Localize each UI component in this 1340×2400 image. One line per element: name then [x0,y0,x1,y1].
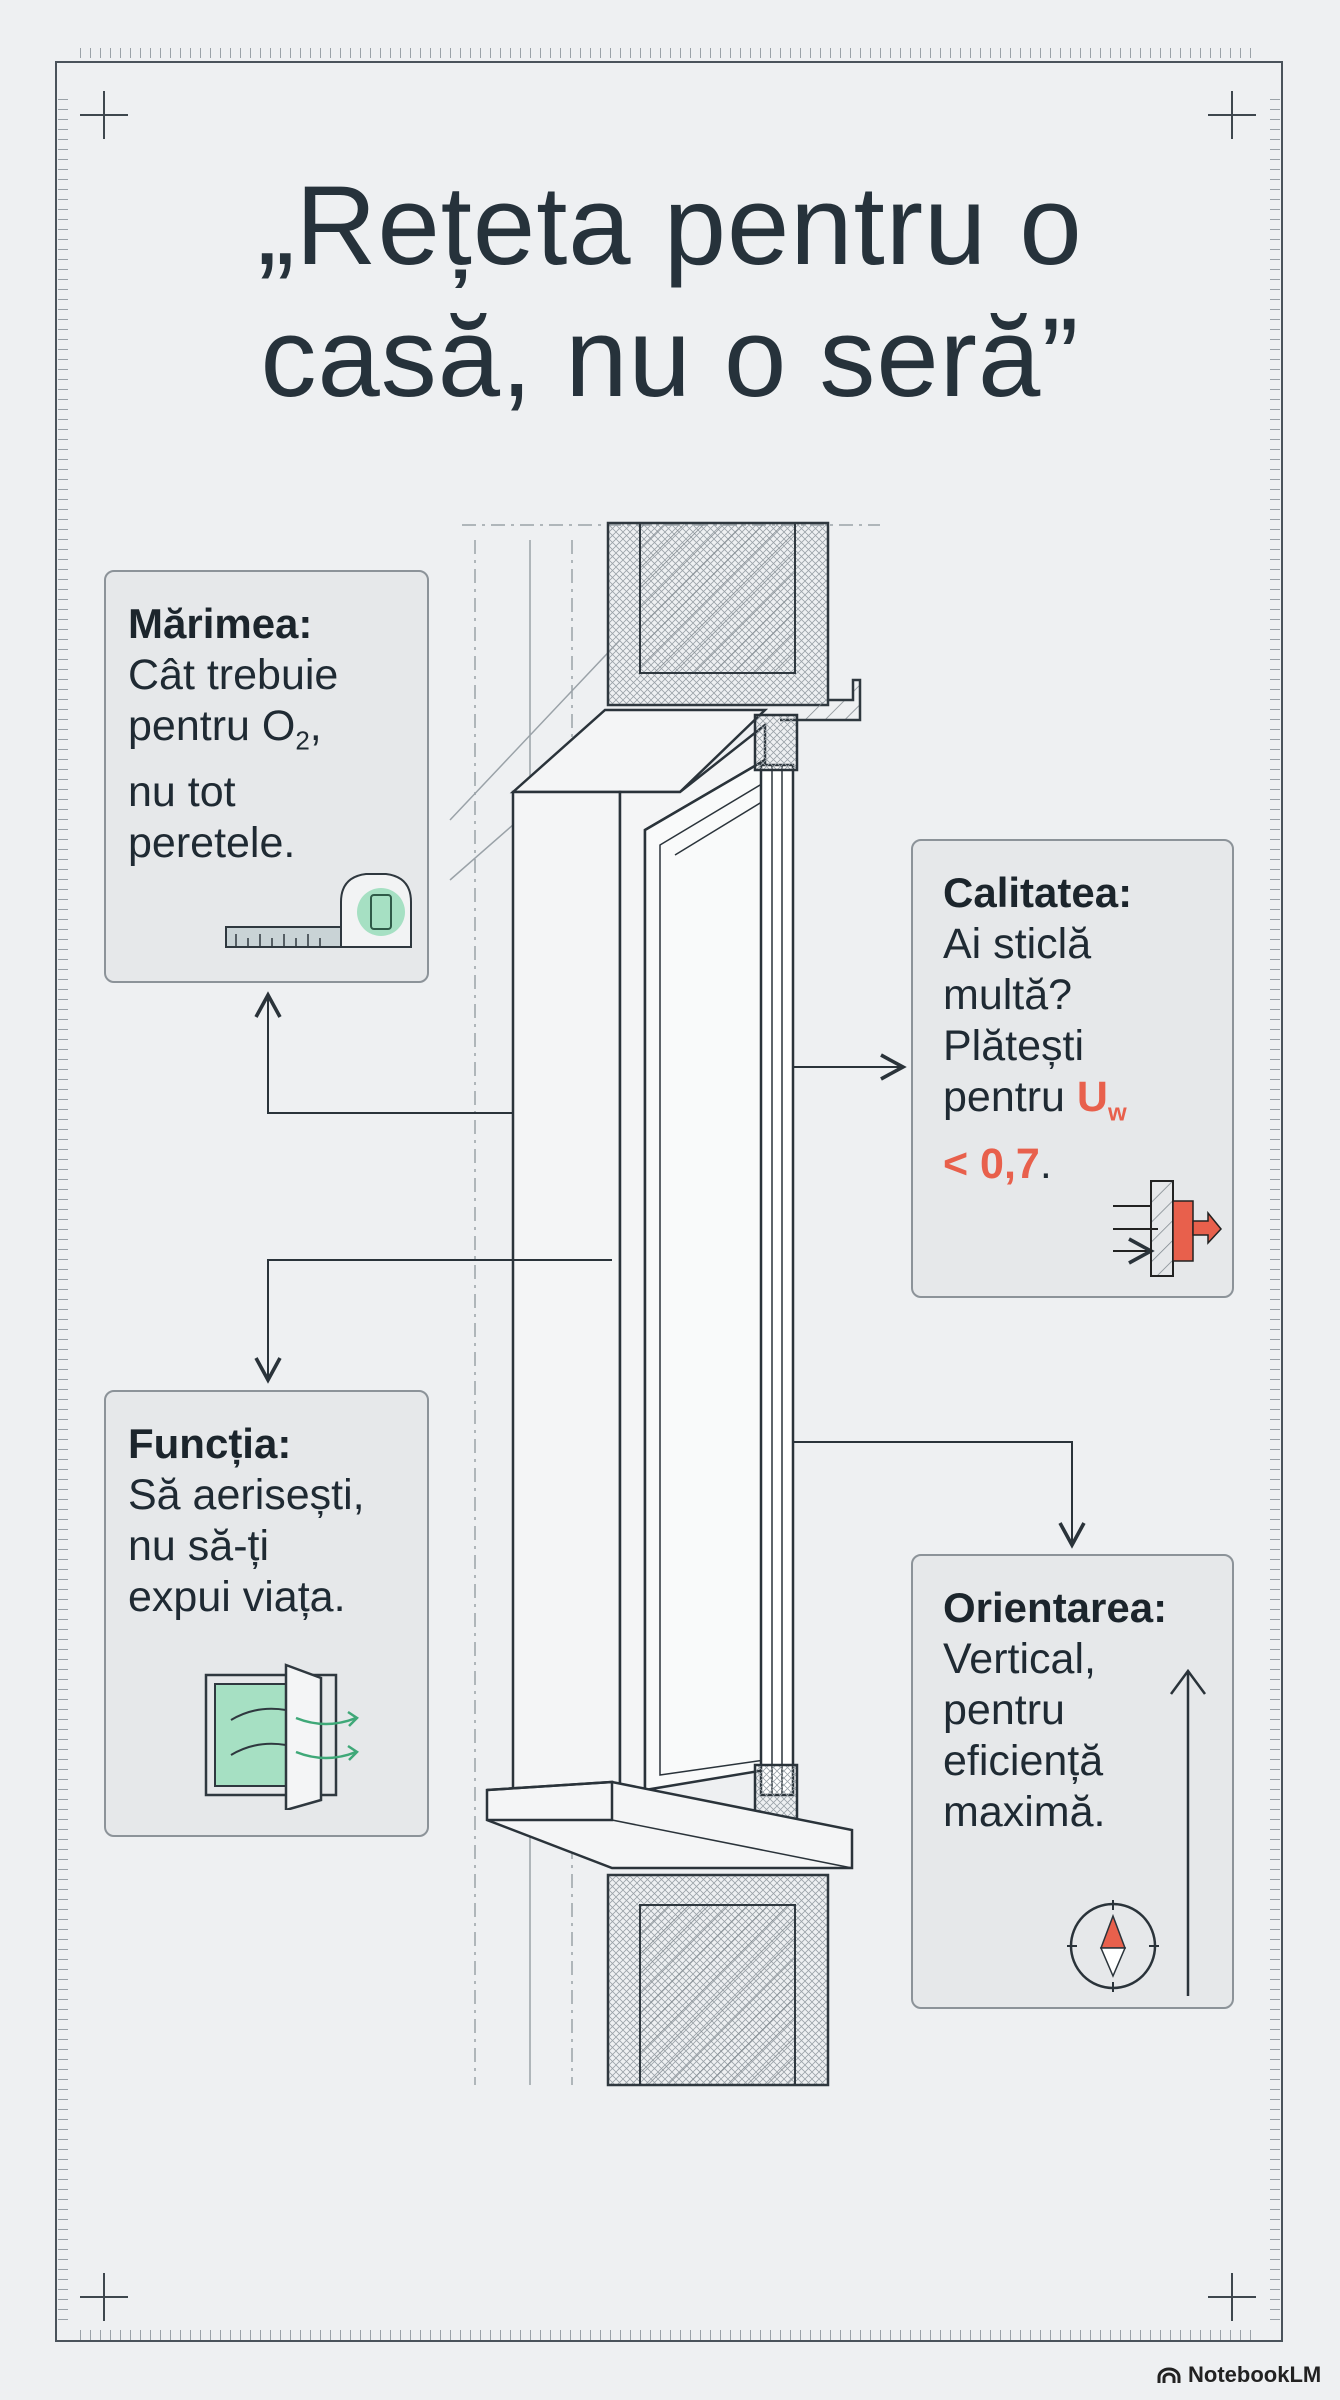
notebooklm-icon [1157,2367,1181,2383]
ruler-bottom [80,2330,1260,2340]
card-text: maximă. [943,1788,1106,1836]
ruler-right [1270,90,1280,2320]
u-value-symbol: U [1076,1073,1108,1121]
card-text: Plătești [943,1022,1085,1070]
card-orientation: Orientarea: Vertical, pentru eficiență m… [911,1554,1234,2009]
card-heading: Calitatea: [943,869,1133,916]
card-text: Vertical, [943,1635,1096,1683]
card-text: pentru O2, [128,701,407,767]
ruler-left [58,90,68,2320]
brand-label: NotebookLM [1188,2362,1322,2387]
wall-below [606,1873,830,2087]
card-text: nu să-ți [128,1522,270,1570]
card-text: pentru [943,1686,1065,1734]
compass-icon [1067,1900,1159,1992]
card-text: Să aerisești, [128,1471,365,1519]
corner-marks [80,91,1256,2321]
connector-lines [254,991,1086,1549]
card-text: nu tot [128,767,236,816]
card-text: Ai sticlă [943,920,1092,968]
title-line-2: casă, nu o seră” [260,295,1080,420]
card-text: expui viața. [128,1573,346,1621]
brand-logo: NotebookLM [1156,2362,1321,2388]
window-frame [485,708,854,1870]
card-text: Cât trebuie [128,651,339,699]
card-text: multă? [943,971,1073,1019]
text: , [309,702,322,750]
ruler-top [80,48,1260,58]
u-value-threshold: < 0,7 [943,1139,1040,1188]
card-text: < 0,7. [943,1139,1212,1190]
card-heading: Funcția: [128,1420,292,1467]
card-text: pentru Uw [943,1072,1212,1139]
card-size: Mărimea: Cât trebuie pentru O2, nu tot p… [104,570,429,983]
text: pentru [943,1073,1077,1121]
card-text: peretele. [128,818,296,867]
card-function: Funcția: Să aerisești, nu să-ți expui vi… [104,1390,429,1837]
page-title: „Rețeta pentru o casă, nu o seră” [0,160,1340,424]
text: pentru O [128,702,296,750]
title-line-1: „Rețeta pentru o [257,163,1083,288]
subscript: w [1107,1099,1127,1127]
wall-above [606,521,862,722]
open-window-airflow-icon [204,1663,359,1810]
tape-measure-icon [225,873,412,948]
heat-loss-wall-icon [1113,1180,1222,1281]
card-heading: Mărimea: [128,600,313,647]
card-text: eficiență [943,1737,1104,1785]
card-heading: Orientarea: [943,1584,1168,1631]
vertical-arrow-icon [1169,1668,1207,1996]
subscript: 2 [295,725,310,756]
card-quality: Calitatea: Ai sticlă multă? Plătești pen… [911,839,1234,1298]
text: . [1039,1139,1052,1188]
blueprint-frame [55,61,1283,2342]
